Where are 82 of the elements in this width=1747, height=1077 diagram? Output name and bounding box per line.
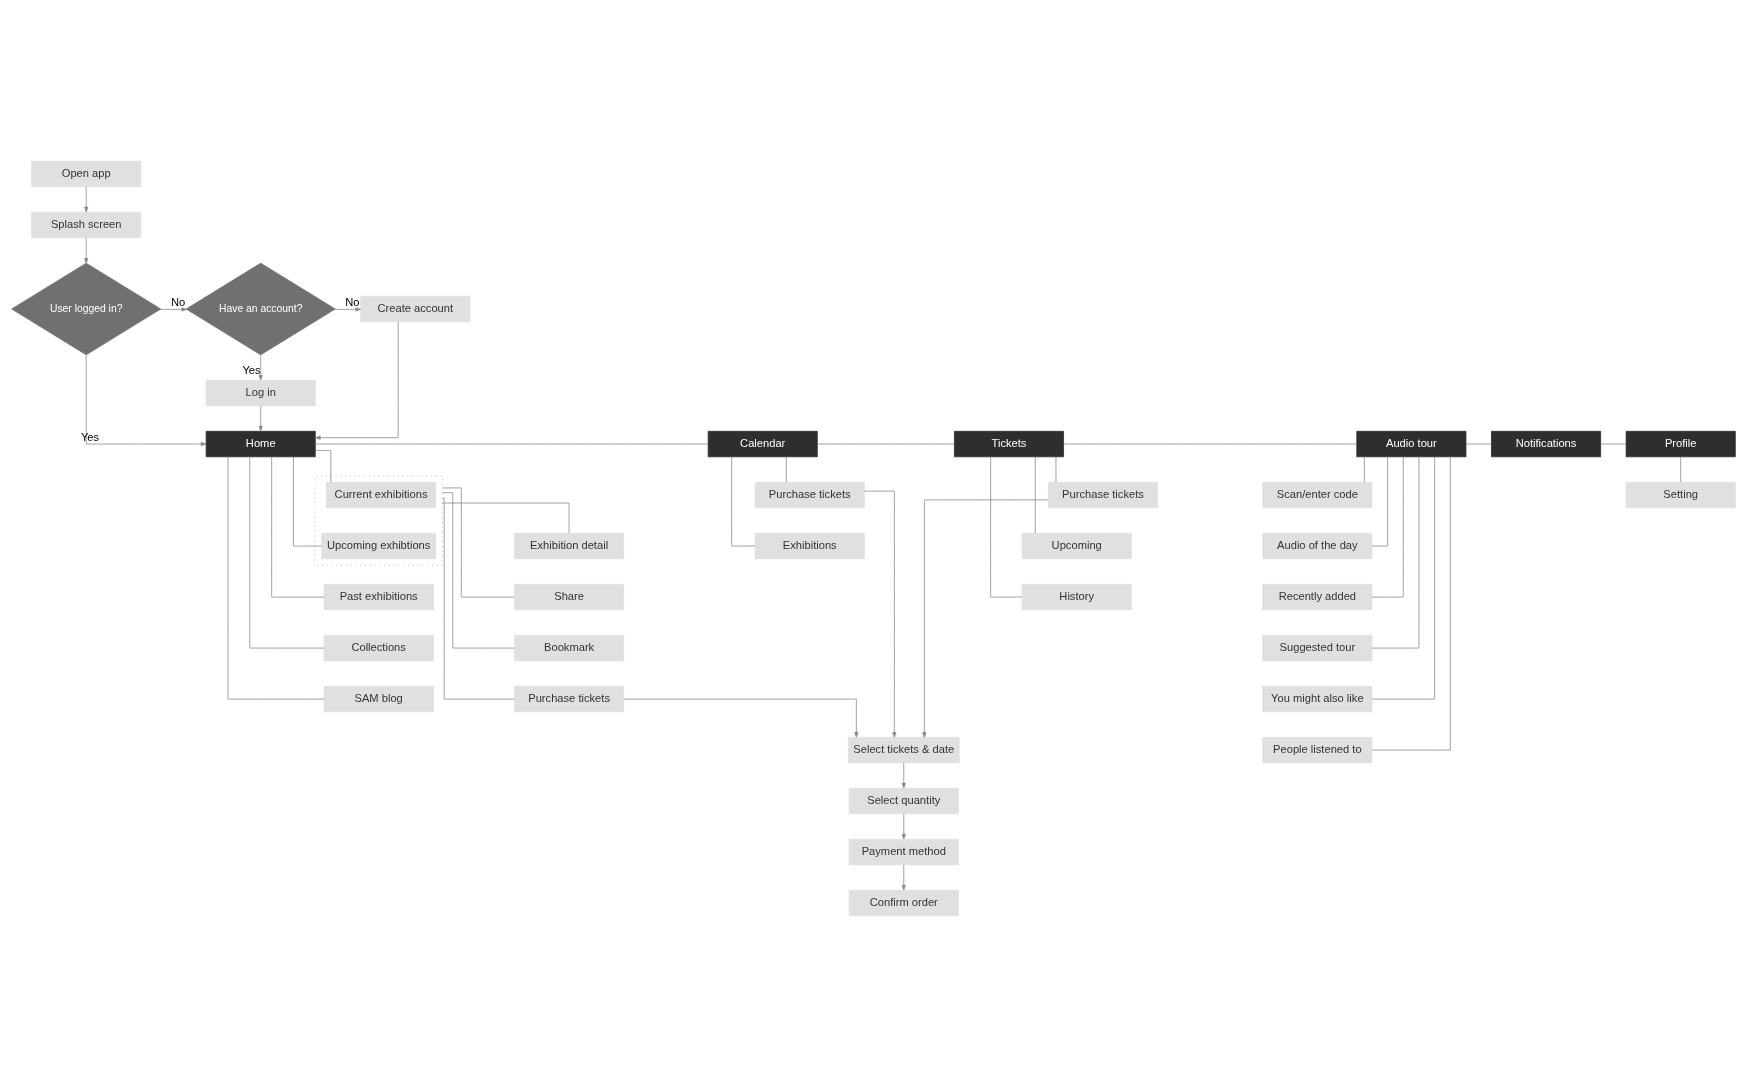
connector [1371,456,1420,649]
edge-label: Yes [80,431,100,444]
node-box: You might also like [1262,685,1373,713]
node-box: People listened to [1262,736,1373,764]
node-box: Notifications [1491,430,1602,458]
arrow [334,307,362,312]
node-box: Open app [31,160,142,188]
node-box: Recently added [1262,583,1373,611]
node-box: Home [205,430,316,458]
node-box: Upcoming exhibtions [321,532,437,560]
node-diamond: User logged in? [11,262,162,356]
arrow [258,354,263,381]
node-box: Bookmark [514,634,625,662]
connector [1371,456,1435,700]
node-box: Exhibitions [754,532,865,560]
connector [1600,443,1627,445]
arrow [315,321,399,440]
node-box: History [1021,583,1132,611]
connector [315,443,709,445]
connector [293,456,322,547]
connector [315,450,332,483]
node-box: Purchase tickets [1048,481,1158,509]
connector [442,497,515,700]
connector [271,456,325,598]
connector [227,456,325,700]
connector [442,487,515,598]
arrow [623,698,859,738]
node-box: Select tickets & date [848,736,960,764]
connector [442,502,570,534]
arrow [85,354,207,447]
arrow [922,499,1049,738]
node-box: Collections [323,634,434,662]
node-box: Log in [205,379,316,407]
edge-label: Yes [242,364,261,377]
node-box: Exhibition detail [514,532,625,560]
connector [442,492,515,649]
node-box: Purchase tickets [754,481,865,509]
node-box: Calendar [707,430,818,458]
arrow [901,864,906,891]
connector [731,456,756,547]
connector [249,456,325,649]
node-box: SAM blog [323,685,434,713]
node-box: Share [514,583,625,611]
node-box: Scan/enter code [1262,481,1373,509]
connector [1680,456,1682,483]
connector [990,456,1023,598]
connector [1063,443,1357,445]
node-box: Setting [1625,481,1736,509]
connector [1371,456,1388,547]
node-box: Upcoming [1021,532,1132,560]
node-box: Select quantity [848,787,959,815]
connector [1055,456,1057,483]
arrow [901,813,906,840]
connector [1363,456,1365,483]
node-box: Profile [1625,430,1736,458]
connector [1465,443,1492,445]
node-box: Past exhibitions [323,583,434,611]
node-box: Purchase tickets [514,685,625,713]
edge-label: No [345,296,360,309]
connector [1371,456,1451,751]
node-box: Confirm order [848,889,959,917]
node-box: Splash screen [31,211,142,239]
node-box: Current exhibitions [326,481,437,509]
cluster [314,475,443,566]
arrow [901,762,906,789]
connector [817,443,955,445]
arrow [258,405,263,432]
node-box: Suggested tour [1262,634,1373,662]
node-box: Payment method [848,838,959,866]
node-box: Audio of the day [1262,532,1373,560]
arrow [159,307,187,312]
edge-label: No [171,296,186,309]
arrow [84,237,89,264]
arrow [84,186,89,213]
connector [1034,456,1036,534]
node-box: Audio tour [1356,430,1467,458]
node-diamond: Have an account? [185,262,336,356]
node-box: Create account [360,295,471,323]
node-box: Tickets [954,430,1064,458]
connector [1371,456,1404,598]
connector [785,456,787,483]
arrow [864,490,897,738]
